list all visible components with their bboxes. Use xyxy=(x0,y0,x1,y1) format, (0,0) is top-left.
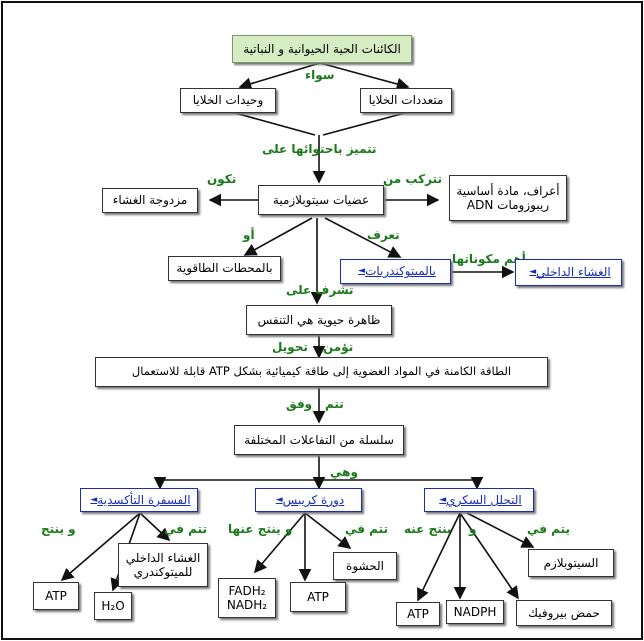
label-or: أو xyxy=(243,228,255,242)
label-occurs-in: يتم في xyxy=(527,522,570,536)
inner-membrane-label: الغشاء الداخلي xyxy=(536,265,611,280)
label-and-produce: و ينتج xyxy=(41,522,76,536)
link-marker-icon: ◄ xyxy=(275,494,283,505)
link-marker-icon: ◄ xyxy=(358,266,366,277)
cytoplasm-node: السيتوبلازم xyxy=(528,549,614,577)
organelles-node: عضيات سيتوبلازمية xyxy=(258,185,384,215)
label-and: و xyxy=(469,522,477,536)
label-according: وفق xyxy=(286,397,313,411)
label-happens-in-krebs: تتم في xyxy=(345,522,388,536)
oxphos-label: الفسفرة التأكسدية xyxy=(97,492,191,507)
root-node: الكائنات الحية الحيوانية و النباتية xyxy=(232,35,412,63)
inner-membrane-link[interactable]: الغشاء الداخلي ◄ xyxy=(515,259,622,286)
nadph-node: NADPH xyxy=(446,600,504,624)
multicellular-node: متعددات الخلايا xyxy=(360,88,452,113)
label-consist-of: تتركب من xyxy=(383,172,442,186)
label-either: سواء xyxy=(305,68,335,82)
label-done: تتم xyxy=(325,397,344,411)
label-conversion: تحويل xyxy=(272,340,308,354)
atp-oxphos-node: ATP xyxy=(33,582,79,610)
glycolysis-link[interactable]: التحلل السكري ◄ xyxy=(424,488,534,512)
atp-krebs-node: ATP xyxy=(290,582,346,612)
components-node: أعراف، مادة أساسية ريبوزومات ADN xyxy=(449,175,567,221)
krebs-label: دورة كريبس xyxy=(282,492,345,507)
pyruvic-acid-node: حمض بيروفيك xyxy=(516,600,612,626)
krebs-link[interactable]: دورة كريبس ◄ xyxy=(255,488,362,512)
water-node: H₂O xyxy=(94,592,132,620)
components-line-2: ريبوزومات ADN xyxy=(466,198,550,212)
label-known-as: تعرف xyxy=(367,228,400,242)
label-produced-from: ينتج عنه xyxy=(404,522,452,536)
unicellular-node: وحيدات الخلايا xyxy=(180,88,276,113)
double-membrane-node: مزدوجة الغشاء xyxy=(102,188,198,213)
label-supervise: تشرف على xyxy=(286,283,354,297)
fadh-line: FADH₂ xyxy=(228,583,266,598)
inner-mito-line-1: الغشاء الداخلي xyxy=(125,550,201,565)
label-form: تكون xyxy=(207,172,237,186)
components-line-1: أعراف، مادة أساسية xyxy=(456,183,560,198)
energy-node: الطاقة الكامنة في المواد العضوية إلى طاق… xyxy=(95,357,548,387)
mitochondria-label: بالميتوكندريات xyxy=(365,264,436,279)
reactions-series-node: سلسلة من التفاعلات المختلفة xyxy=(234,425,404,455)
label-most-components: أهم مكوناتها xyxy=(452,252,526,266)
link-marker-icon: ◄ xyxy=(529,267,537,278)
respiration-node: ظاهرة حيوية هي التنفس xyxy=(246,305,392,335)
label-provide: تؤمن xyxy=(323,340,354,354)
label-which-are: وهي xyxy=(330,465,358,479)
label-distinguished: تتميز باحتوائها على xyxy=(262,142,377,156)
powerhouses-node: بالمحطات الطاقوية xyxy=(168,256,281,281)
atp-glycolysis-node: ATP xyxy=(396,602,440,626)
fadh-nadh-node: FADH₂ NADH₂ xyxy=(218,578,276,618)
matrix-node: الحشوة xyxy=(333,552,397,580)
glycolysis-label: التحلل السكري xyxy=(446,492,522,507)
inner-mito-membrane-node: الغشاء الداخلي للميتوكندري xyxy=(118,543,208,587)
nadh-line: NADH₂ xyxy=(226,598,268,612)
label-happens-in-oxphos: تتم في xyxy=(164,522,207,536)
label-and-produces-from: و ينتج عنها xyxy=(228,522,293,536)
oxphos-link[interactable]: الفسفرة التأكسدية ◄ xyxy=(80,488,198,512)
link-marker-icon: ◄ xyxy=(90,494,98,505)
link-marker-icon: ◄ xyxy=(439,494,447,505)
inner-mito-line-2: للميتوكندري xyxy=(133,565,193,579)
mitochondria-link[interactable]: بالميتوكندريات ◄ xyxy=(340,259,451,284)
